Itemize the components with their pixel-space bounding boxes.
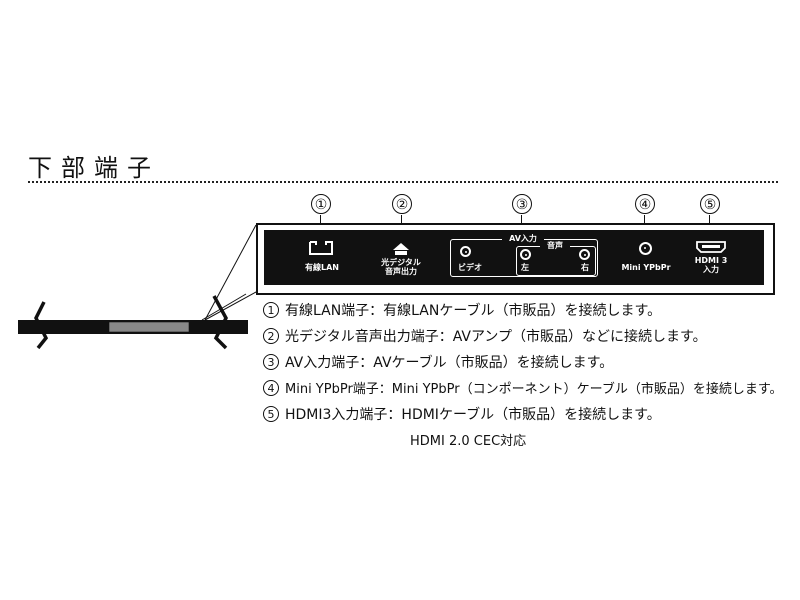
audio-right-label: 右: [581, 263, 589, 272]
audio-label: 音声: [540, 241, 570, 250]
marker-5-tick: [709, 215, 710, 225]
description-3-number: 3: [263, 354, 279, 370]
hdmi-cec-note: HDMI 2.0 CEC対応: [410, 434, 527, 449]
marker-3: ③: [512, 194, 532, 214]
tv-bottom-illustration: [18, 293, 248, 350]
description-4-number: 4: [263, 380, 279, 396]
marker-1-tick: [320, 215, 321, 225]
av-group-label: AV入力: [502, 234, 544, 243]
description-1-text: 有線LAN端子：有線LANケーブル（市販品）を接続します。: [285, 303, 662, 319]
audio-right-jack-icon: [579, 249, 590, 260]
hdmi-port-icon: [696, 241, 726, 253]
marker-4: ④: [635, 194, 655, 214]
description-2-text: 光デジタル音声出力端子：AVアンプ（市販品）などに接続します。: [285, 329, 707, 345]
zoom-callout-lines: [204, 224, 257, 321]
hdmi-label-2: 入力: [703, 265, 719, 274]
marker-1: ①: [311, 194, 331, 214]
optical-label-2: 音声出力: [385, 267, 417, 276]
video-label: ビデオ: [458, 263, 482, 272]
marker-3-tick: [521, 215, 522, 225]
audio-left-jack-icon: [520, 249, 531, 260]
description-3: 3 AV入力端子：AVケーブル（市販品）を接続します。: [263, 352, 613, 372]
terminal-strip: 有線LAN 光デジタル 音声出力 AV入力 ビデオ 音声 左 右 Mini YP…: [264, 230, 764, 285]
optical-label-1: 光デジタル: [381, 258, 421, 267]
marker-2: ②: [392, 194, 412, 214]
ypbpr-label: Mini YPbPr: [621, 263, 671, 272]
page-title: 下部端子: [28, 154, 160, 182]
description-4: 4 Mini YPbPr端子：Mini YPbPr（コンポーネント）ケーブル（市販…: [263, 378, 783, 397]
audio-left-label: 左: [521, 263, 529, 272]
ypbpr-jack-icon: [639, 242, 652, 255]
lan-label: 有線LAN: [305, 263, 339, 272]
description-3-text: AV入力端子：AVケーブル（市販品）を接続します。: [285, 355, 614, 371]
description-5-number: 5: [263, 406, 279, 422]
description-1: 1 有線LAN端子：有線LANケーブル（市販品）を接続します。: [263, 300, 661, 320]
marker-4-tick: [644, 215, 645, 225]
video-jack-icon: [460, 246, 471, 257]
title-divider: [28, 181, 778, 183]
description-1-number: 1: [263, 302, 279, 318]
description-5: 5 HDMI3入力端子：HDMIケーブル（市販品）を接続します。: [263, 404, 661, 424]
description-4-text: Mini YPbPr端子：Mini YPbPr（コンポーネント）ケーブル（市販品…: [285, 382, 783, 397]
description-5-text: HDMI3入力端子：HDMIケーブル（市販品）を接続します。: [285, 407, 661, 423]
optical-port-icon: [393, 243, 409, 255]
marker-2-tick: [401, 215, 402, 225]
hdmi-label-1: HDMI 3: [694, 256, 728, 265]
lan-port-icon: [309, 241, 333, 255]
description-2: 2 光デジタル音声出力端子：AVアンプ（市販品）などに接続します。: [263, 326, 707, 346]
marker-5: ⑤: [700, 194, 720, 214]
description-2-number: 2: [263, 328, 279, 344]
